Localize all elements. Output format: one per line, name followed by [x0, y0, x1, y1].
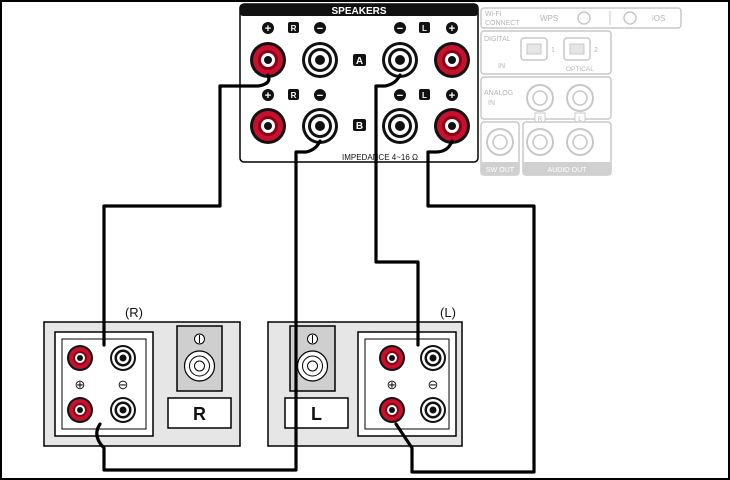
sw-out-label: SW OUT [486, 167, 515, 174]
svg-text:−: − [397, 23, 403, 35]
row-b-r-letter: R [291, 91, 297, 100]
svg-text:−: − [317, 23, 323, 35]
right-speaker-minus-bottom [110, 397, 136, 423]
row-a-badge [353, 54, 366, 66]
row-a-label: A [356, 56, 363, 67]
right-speaker: (R) ⊕ ⊖ R [43, 305, 241, 447]
wire-left-plus [394, 139, 536, 474]
left-speaker-plus-bottom [379, 397, 405, 423]
terminal-a-l-plus [434, 42, 470, 78]
row-a-l-letter: L [422, 24, 427, 33]
wire-right-minus [95, 139, 322, 472]
left-speaker-plus-top [379, 345, 405, 371]
svg-text:+: + [265, 23, 271, 35]
wifi-connect-line2: CONNECT [485, 20, 520, 27]
speaker-wires [95, 73, 536, 474]
svg-text:+: + [449, 90, 455, 102]
right-speaker-minus-symbol: ⊖ [118, 377, 129, 392]
svg-text:+: + [449, 23, 455, 35]
terminal-a-l-minus [382, 42, 418, 78]
right-speaker-plus-symbol: ⊕ [75, 377, 86, 392]
row-a-symbols: + R − − L + [262, 22, 458, 35]
terminal-b-l-plus [434, 108, 470, 144]
row-b-label: B [356, 121, 363, 132]
panel-title-bar [240, 4, 478, 16]
terminal-a-r-plus [250, 42, 286, 78]
optical-2-num: 2 [594, 47, 598, 54]
svg-text:−: − [317, 90, 323, 102]
left-speaker-minus-top [420, 345, 446, 371]
digital-in-line1: DIGITAL [484, 36, 511, 43]
right-speaker-label-box [167, 397, 232, 429]
row-b-badge [353, 119, 366, 131]
analog-l-label: L [578, 116, 582, 123]
left-speaker-caption: (L) [440, 305, 456, 320]
digital-in-line2: IN [498, 63, 505, 70]
left-speaker-label: L [311, 404, 322, 424]
terminal-b-l-minus [382, 108, 418, 144]
right-speaker-icon [176, 325, 223, 392]
impedance-label: IMPEDANCE 4~16 Ω [342, 153, 418, 162]
terminal-b-r-plus [250, 108, 286, 144]
right-speaker-minus-top [110, 345, 136, 371]
row-b-symbols: + R − − L + [262, 89, 458, 102]
wire-right-plus [102, 73, 271, 347]
speakers-terminal-panel: SPEAKERS + R − − L + A + R − − L + [239, 3, 479, 163]
terminal-a-r-minus [302, 42, 338, 78]
right-speaker-plus-top [67, 345, 93, 371]
ios-label: iOS [652, 14, 665, 23]
wps-label: WPS [540, 14, 558, 23]
terminal-b-r-minus [302, 108, 338, 144]
faded-io-panel: Wi-Fi CONNECT WPS iOS DIGITAL IN 1 2 OPT… [480, 7, 682, 176]
right-speaker-label: R [193, 404, 206, 424]
analog-r-label: R [538, 116, 543, 123]
wifi-connect-line1: Wi-Fi [485, 11, 502, 18]
left-speaker-minus-symbol: ⊖ [428, 377, 439, 392]
optical-1-num: 1 [551, 47, 555, 54]
audio-out-label: AUDIO OUT [548, 167, 588, 174]
left-speaker-plus-symbol: ⊕ [387, 377, 398, 392]
row-a-r-letter: R [291, 24, 297, 33]
panel-title: SPEAKERS [331, 6, 386, 17]
left-speaker-minus-bottom [420, 397, 446, 423]
wire-left-minus [374, 73, 420, 347]
svg-text:−: − [397, 90, 403, 102]
ios-button-icon [623, 11, 637, 25]
analog-in-line2: IN [488, 100, 495, 107]
analog-in-line1: ANALOG [484, 90, 513, 97]
right-speaker-caption: (R) [125, 305, 143, 320]
optical-label: OPTICAL [566, 66, 594, 73]
svg-text:+: + [265, 90, 271, 102]
right-speaker-plus-bottom [67, 397, 93, 423]
wps-button-icon [577, 11, 591, 25]
row-b-l-letter: L [422, 91, 427, 100]
